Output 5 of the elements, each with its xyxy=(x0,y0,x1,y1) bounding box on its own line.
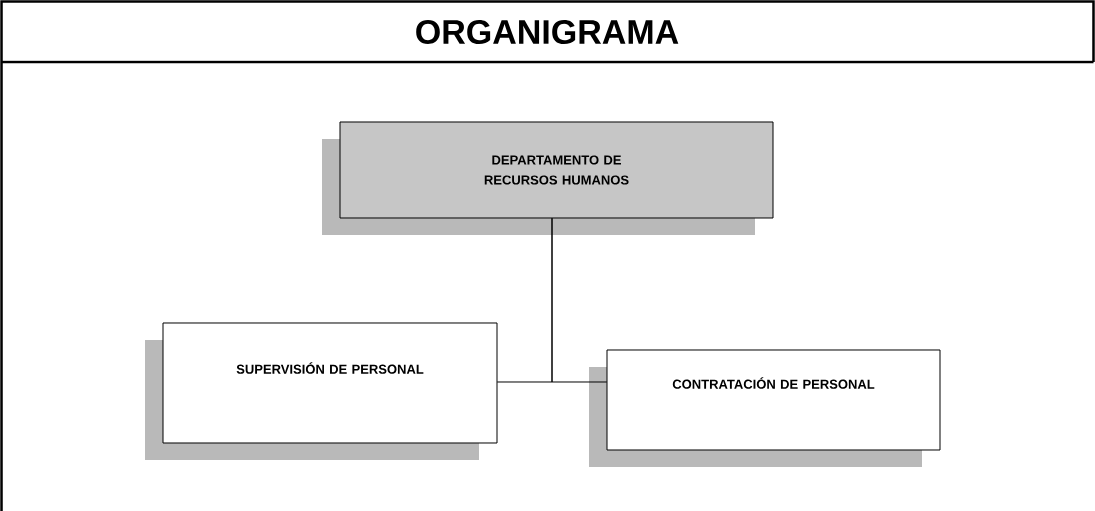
org-box: CONTRATACIÓN DE PERSONAL xyxy=(589,349,941,467)
connector xyxy=(551,217,608,383)
org-box: DEPARTAMENTO DE RECURSOS HUMANOS xyxy=(322,121,774,235)
title: ORGANIGRAMA xyxy=(416,19,679,45)
org-box: SUPERVISIÓN DE PERSONAL xyxy=(145,322,498,460)
